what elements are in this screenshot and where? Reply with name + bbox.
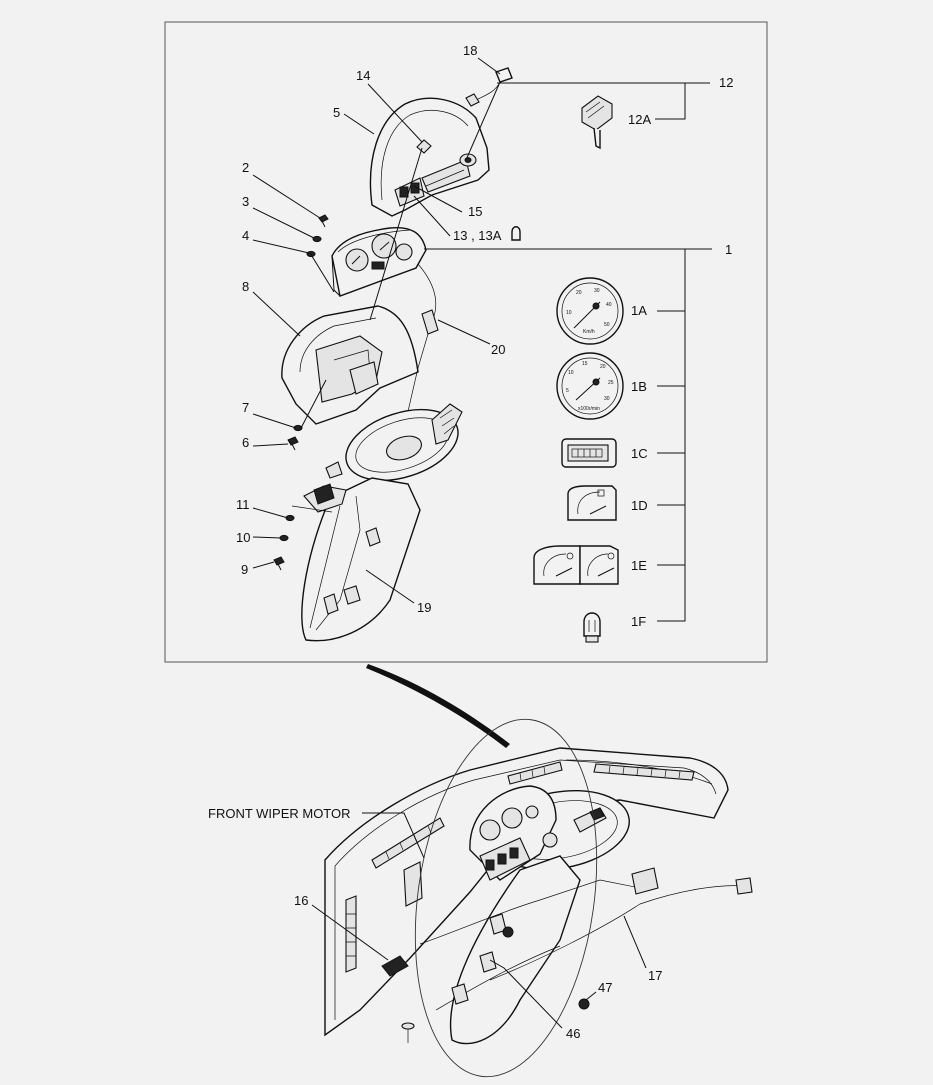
label-17: 17 bbox=[648, 968, 662, 983]
washer-10 bbox=[279, 534, 289, 542]
label-1D: 1D bbox=[631, 498, 648, 513]
tacho-tick-15: 15 bbox=[582, 361, 588, 367]
label-14: 14 bbox=[356, 68, 370, 83]
label-20: 20 bbox=[491, 342, 505, 357]
label-1B: 1B bbox=[631, 379, 647, 394]
label-9: 9 bbox=[241, 562, 248, 577]
hour-meter-1C bbox=[561, 438, 617, 468]
label-15: 15 bbox=[468, 204, 482, 219]
label-19: 19 bbox=[417, 600, 431, 615]
tacho-tick-30: 30 bbox=[604, 396, 610, 402]
label-4: 4 bbox=[242, 228, 249, 243]
bracket-1 bbox=[657, 249, 686, 622]
bracket-1-ticks bbox=[657, 310, 685, 566]
label-12A: 12A bbox=[628, 112, 651, 127]
tacho-tick-5: 5 bbox=[566, 388, 569, 394]
label-3: 3 bbox=[242, 194, 249, 209]
leader-lines-bottom bbox=[311, 812, 647, 1029]
label-front-wiper-motor: FRONT WIPER MOTOR bbox=[208, 806, 351, 821]
label-1C: 1C bbox=[631, 446, 648, 461]
label-1: 1 bbox=[725, 242, 732, 257]
label-1A: 1A bbox=[631, 303, 647, 318]
label-13-13A: 13 , 13A bbox=[453, 228, 502, 243]
screw-6 bbox=[287, 436, 299, 451]
harness-20 bbox=[401, 263, 439, 457]
dashboard-assembly bbox=[324, 718, 753, 1078]
speedo-tick-40: 40 bbox=[606, 302, 612, 308]
callout-labels-top: 18 14 5 12 12A 2 3 4 15 13 , 13A 1 8 20 … bbox=[236, 43, 733, 629]
label-18: 18 bbox=[463, 43, 477, 58]
speedometer-1A: 10 20 30 40 50 Km/h bbox=[556, 277, 624, 345]
bulb-1F bbox=[583, 612, 601, 643]
label-8: 8 bbox=[242, 279, 249, 294]
label-12: 12 bbox=[719, 75, 733, 90]
label-10: 10 bbox=[236, 530, 250, 545]
speedo-tick-30: 30 bbox=[594, 288, 600, 294]
label-46: 46 bbox=[566, 1026, 580, 1041]
leader-lines-top bbox=[252, 57, 501, 604]
washer-11 bbox=[285, 514, 295, 522]
callout-labels-bottom: FRONT WIPER MOTOR 16 17 47 46 bbox=[208, 806, 662, 1041]
label-7: 7 bbox=[242, 400, 249, 415]
speedo-tick-20: 20 bbox=[576, 290, 582, 296]
label-16: 16 bbox=[294, 893, 308, 908]
tacho-tick-10: 10 bbox=[568, 370, 574, 376]
speedo-tick-50: 50 bbox=[604, 322, 610, 328]
label-6: 6 bbox=[242, 435, 249, 450]
instrument-cluster-1 bbox=[331, 226, 427, 297]
label-5: 5 bbox=[333, 105, 340, 120]
screw-2 bbox=[318, 214, 329, 228]
temp-pressure-gauge-1E bbox=[533, 545, 619, 585]
bracket-12A bbox=[655, 83, 686, 120]
key-12A bbox=[581, 95, 613, 150]
washer-3 bbox=[312, 235, 322, 243]
column-cover-8 bbox=[281, 305, 419, 425]
speedo-tick-10: 10 bbox=[566, 310, 572, 316]
screw-9 bbox=[273, 556, 285, 571]
bulb-icon bbox=[511, 226, 521, 241]
label-47: 47 bbox=[598, 980, 612, 995]
connector-18 bbox=[465, 67, 513, 107]
tacho-tick-25: 25 bbox=[608, 380, 614, 386]
tachometer-1B: 5 10 15 20 25 30 x100r/min bbox=[556, 352, 624, 420]
label-11: 11 bbox=[236, 497, 250, 512]
label-1E: 1E bbox=[631, 558, 647, 573]
zoom-arrow bbox=[366, 664, 510, 748]
tacho-tick-20: 20 bbox=[600, 364, 606, 370]
label-1F: 1F bbox=[631, 614, 646, 629]
label-2: 2 bbox=[242, 160, 249, 175]
speedo-unit: Km/h bbox=[583, 329, 595, 335]
cluster-hood bbox=[369, 97, 490, 217]
tacho-unit: x100r/min bbox=[578, 406, 600, 412]
steering-column-19 bbox=[291, 403, 463, 642]
fuel-gauge-1D bbox=[567, 485, 617, 521]
